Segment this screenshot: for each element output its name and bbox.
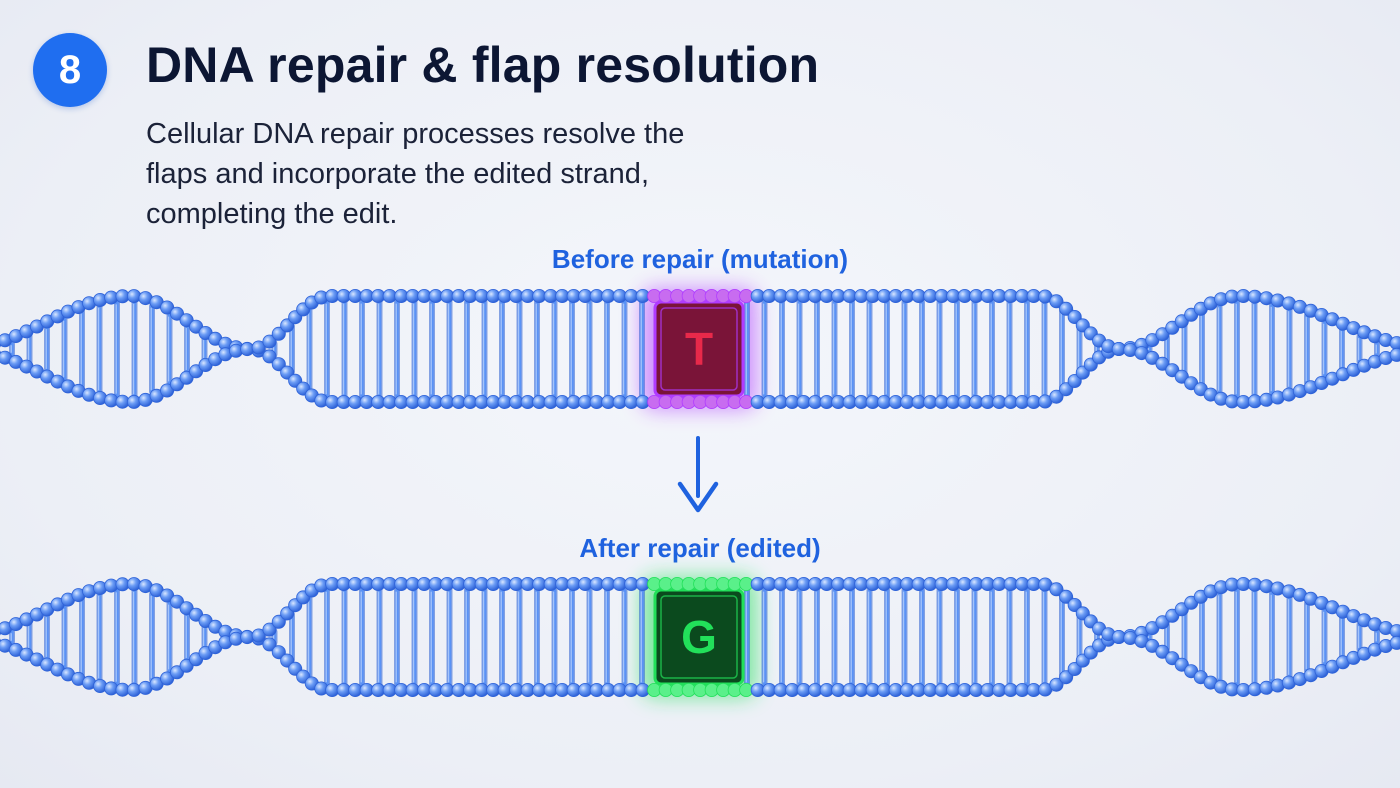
highlighted-base-letter: G <box>681 611 717 663</box>
after-repair-label: After repair (edited) <box>579 533 821 563</box>
highlighted-base-letter: T <box>685 323 713 375</box>
dna-strand-front <box>0 288 1400 410</box>
step-description: Cellular DNA repair processes resolve th… <box>146 118 685 230</box>
base-pair-rungs <box>9 587 1380 687</box>
dna-strand-front <box>0 576 1400 698</box>
highlighted-base-inner-border <box>660 307 738 391</box>
dna-helix-before: T <box>0 288 1400 410</box>
before-repair-label: Before repair (mutation) <box>551 244 849 274</box>
base-pair-rungs <box>9 299 1380 399</box>
dna-strand-back <box>0 288 1400 410</box>
step-number-badge: 8 <box>33 33 107 107</box>
page-title: DNA repair & flap resolution <box>146 37 820 93</box>
highlighted-base-inner-border <box>660 595 738 679</box>
dna-strand-back <box>0 576 1400 698</box>
arrow-down-icon <box>677 436 719 513</box>
dna-helix-after: G <box>0 576 1400 698</box>
